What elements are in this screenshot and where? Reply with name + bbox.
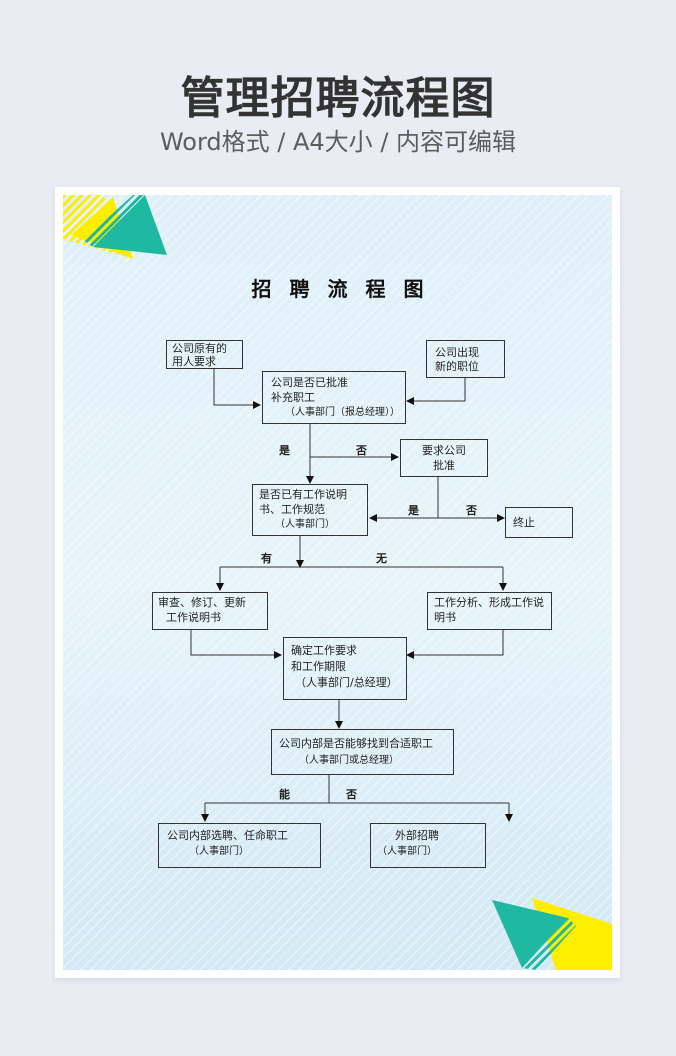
edge-label-request-yes: 是 bbox=[408, 504, 419, 517]
node-has-jd-check: 是否已有工作说明 书、工作规范 （人事部门） bbox=[252, 484, 368, 536]
document-sheet: 招聘流程图 bbox=[63, 195, 612, 970]
edge-original-to-approved bbox=[213, 368, 261, 409]
node-define-requirements: 确定工作要求 和工作期限 （人事部门/总经理） bbox=[283, 637, 407, 700]
node-review-update: 审查、修订、更新 工作说明书 bbox=[152, 592, 268, 630]
node-internal-hire: 公司内部选聘、任命职工 （人事部门） bbox=[158, 823, 321, 868]
edge-review-to-define bbox=[190, 630, 282, 659]
edge-label-internal-can: 能 bbox=[279, 788, 290, 801]
node-job-analysis: 工作分析、形成工作说 明书 bbox=[427, 592, 552, 630]
page-title: 管理招聘流程图 bbox=[180, 73, 496, 124]
node-approved-check: 公司是否已批准 补充职工 （人事部门（报总经理）） bbox=[262, 371, 406, 424]
triangle-decoration-top-left bbox=[63, 195, 167, 259]
document-title: 招聘流程图 bbox=[251, 277, 442, 301]
triangle-decoration-bottom-right bbox=[492, 898, 612, 970]
edge-label-jd-none: 无 bbox=[376, 552, 387, 565]
edge-label-request-no: 否 bbox=[466, 504, 477, 517]
node-request-approval: 要求公司 批准 bbox=[400, 439, 488, 477]
edge-analysis-to-define bbox=[406, 630, 504, 659]
node-external-hire: 外部招聘 （人事部门） bbox=[370, 823, 486, 868]
edge-label-internal-cannot: 否 bbox=[346, 788, 357, 801]
edge-label-approved-yes: 是 bbox=[279, 444, 290, 457]
page-subtitle: Word格式 / A4大小 / 内容可编辑 bbox=[159, 128, 517, 156]
flowchart-connectors bbox=[190, 368, 513, 822]
document-preview-card: 招聘流程图 bbox=[55, 187, 620, 978]
node-internal-check: 公司内部是否能够找到合适职工 （人事部门或总经理） bbox=[271, 729, 454, 775]
edge-new-to-approved bbox=[406, 377, 466, 405]
node-original-need: 公司原有的 用人要求 bbox=[166, 340, 243, 369]
edge-label-jd-has: 有 bbox=[261, 552, 272, 565]
edge-label-approved-no: 否 bbox=[356, 444, 367, 457]
node-terminate: 终止 bbox=[505, 507, 573, 538]
node-new-position: 公司出现 新的职位 bbox=[426, 340, 505, 378]
